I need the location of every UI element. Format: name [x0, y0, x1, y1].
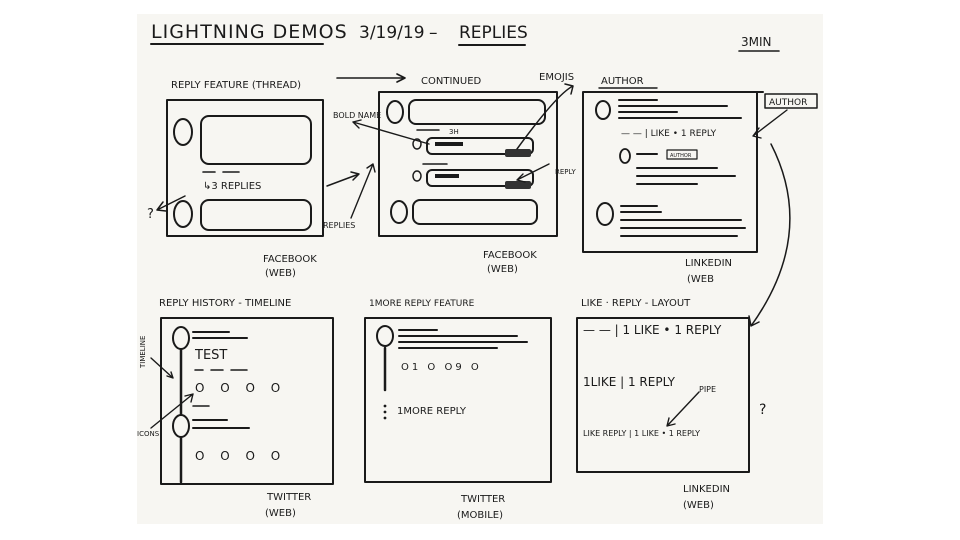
comment-bubble	[408, 99, 546, 125]
pipe-annotation: PIPE	[699, 385, 716, 394]
avatar-icon	[173, 200, 193, 228]
reply-lines	[636, 167, 736, 185]
author-badge-callout	[764, 93, 818, 109]
avatar-icon	[619, 148, 631, 164]
question-mark: ?	[147, 207, 154, 222]
bold-name-arrow	[352, 119, 430, 145]
facebook-reply-frame	[166, 99, 324, 237]
twitter-web-caption-1: TWITTER	[266, 492, 311, 503]
avatar-icon	[172, 326, 190, 350]
date-label: 3/19/19	[359, 23, 425, 43]
linkedin-layout-caption-2: (WEB)	[683, 500, 714, 511]
avatar-icon	[412, 170, 422, 182]
like-reply-text: — — | LIKE • 1 REPLY	[621, 129, 717, 139]
tweet-lines	[192, 331, 248, 339]
facebook-caption-2: (WEB)	[265, 268, 296, 279]
question-arrow	[156, 195, 186, 212]
author-heading: AUTHOR	[601, 76, 644, 87]
ellipsis-dot	[383, 416, 387, 420]
bold-name-annotation: BOLD NAME	[333, 111, 381, 120]
twitter-web-caption-2: (WEB)	[265, 508, 296, 519]
facebook-continued-frame	[378, 91, 558, 237]
comment-bubble	[200, 115, 312, 165]
continued-heading: CONTINUED	[421, 76, 482, 87]
whiteboard-paper: LIGHTNING DEMOS 3/19/19 – REPLIES 3MIN R…	[137, 14, 823, 524]
continued-arrow	[336, 73, 406, 83]
layout-variant-1: — — | 1 LIKE • 1 REPLY	[583, 323, 722, 337]
layout-heading: LIKE · REPLY - LAYOUT	[581, 298, 691, 309]
replies-annotation: REPLIES	[323, 221, 355, 230]
avatar-icon	[596, 202, 614, 226]
linkedin-author-caption-1: LINKEDIN	[685, 258, 732, 269]
avatar-icon	[173, 118, 193, 146]
linkedin-layout-caption-1: LINKEDIN	[683, 484, 730, 495]
avatar-icon	[172, 414, 190, 438]
twitter-mobile-caption-2: (MOBILE)	[457, 510, 503, 521]
layout-variant-2: 1LIKE | 1 REPLY	[583, 375, 676, 389]
avatar-icon	[390, 200, 408, 224]
duration-label: 3MIN	[741, 35, 772, 49]
comment-bubble	[412, 199, 538, 225]
icon-row: O O O O	[195, 381, 286, 395]
author-callout-arrow	[752, 109, 788, 139]
reply-arrow	[516, 163, 550, 183]
twitter-timeline-frame	[160, 317, 334, 485]
avatar-icon	[412, 138, 422, 150]
facebook-reply-heading: REPLY FEATURE (THREAD)	[171, 80, 301, 91]
linkedin-layout-frame	[576, 317, 750, 473]
layout-question-mark: ?	[759, 402, 766, 418]
time-label: 3H	[449, 128, 459, 136]
tweet-lines	[398, 329, 528, 349]
linkedin-author-frame	[582, 91, 764, 253]
emojis-arrow	[516, 83, 574, 150]
reply-bubble	[200, 199, 312, 231]
linkedin-author-caption-2: (WEB	[687, 274, 714, 285]
header-dash: –	[429, 23, 438, 43]
layout-variant-3: LIKE REPLY | 1 LIKE • 1 REPLY	[583, 429, 700, 438]
icon-row-2: O O O O	[195, 449, 286, 463]
icons-annotation: ICONS	[137, 430, 160, 438]
emojis-annotation: EMOJIS	[539, 72, 574, 83]
avatar-icon	[595, 100, 611, 120]
tweet-lines	[192, 419, 250, 429]
more-reply-link: 1MORE REPLY	[397, 406, 467, 417]
more-reply-heading: 1MORE REPLY FEATURE	[369, 299, 475, 309]
topic-label: REPLIES	[459, 23, 528, 43]
ellipsis-dot	[383, 404, 387, 408]
continued-caption-2: (WEB)	[487, 264, 518, 275]
author-inline-badge	[666, 149, 698, 160]
layout-link-arrow	[748, 143, 791, 327]
timeline-side-label: TIMELINE	[139, 336, 147, 369]
icons-arrow	[150, 393, 194, 429]
continued-caption-1: FACEBOOK	[483, 250, 537, 261]
page-title: LIGHTNING DEMOS	[151, 21, 348, 43]
comment-lines	[620, 205, 746, 237]
post-lines	[618, 99, 742, 119]
sketch-drawing: LIGHTNING DEMOS 3/19/19 – REPLIES 3MIN R…	[137, 21, 818, 521]
author-callout-text: AUTHOR	[769, 98, 807, 108]
engagement-counts: O1 O O9 O	[401, 362, 482, 373]
author-inline-text: AUTHOR	[670, 153, 692, 159]
facebook-caption-1: FACEBOOK	[263, 254, 317, 265]
twitter-more-frame	[364, 317, 552, 483]
pipe-arrow	[666, 391, 700, 427]
replies-arrow	[350, 163, 376, 219]
timeline-heading: REPLY HISTORY - TIMELINE	[159, 298, 291, 309]
emoji-reactions	[505, 181, 531, 189]
reply-bubble	[426, 137, 534, 155]
ellipsis-dot	[383, 410, 387, 414]
reply-bubble	[426, 169, 534, 187]
flow-arrow	[326, 171, 360, 187]
twitter-mobile-caption-1: TWITTER	[460, 494, 505, 505]
avatar-icon	[376, 325, 394, 347]
test-text: TEST	[194, 348, 227, 363]
avatar-icon	[386, 100, 404, 124]
reply-annotation: REPLY	[555, 168, 576, 176]
timeline-arrow	[150, 357, 174, 379]
emoji-reactions	[505, 149, 531, 157]
replies-link: ↳3 REPLIES	[203, 181, 261, 192]
